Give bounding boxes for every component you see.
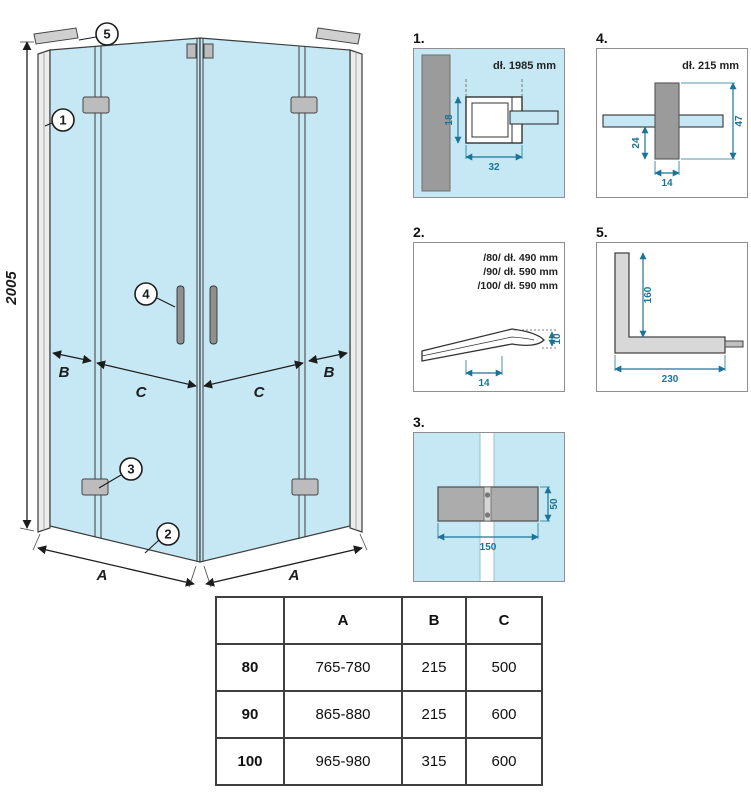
clamp-section	[654, 82, 680, 160]
callout-1-label: 1	[59, 113, 66, 128]
detail-5-box: 160 230	[596, 242, 748, 392]
table-row: 100 965-980 315 600	[215, 737, 543, 786]
detail-5-dim-230: 230	[662, 374, 679, 385]
detail-2-box: /80/ dł. 490 mm /90/ dł. 590 mm /100/ dł…	[413, 242, 565, 392]
detail-2-drawing: /80/ dł. 490 mm /90/ dł. 590 mm /100/ dł…	[414, 243, 564, 391]
row-80-a: 765-780	[283, 643, 403, 692]
glass-section	[509, 110, 559, 125]
callout-3: 3	[98, 457, 143, 489]
segment-b-left-label: B	[59, 364, 70, 381]
callout-3-label: 3	[127, 462, 134, 477]
size-table: A B C 80 765-780 215 500 90 865-880 215 …	[215, 596, 543, 786]
detail-5-number: 5.	[596, 224, 608, 240]
detail-4-dim-14: 14	[661, 178, 673, 189]
detail-2-line1: /80/ dł. 490 mm	[483, 252, 558, 264]
handle-left-icon	[176, 285, 185, 345]
callout-5-label: 5	[103, 27, 110, 42]
main-shower-diagram: 2005 B C C B A A	[3, 22, 368, 588]
callout-2: 2	[144, 522, 180, 554]
width-a-right-label: A	[288, 567, 300, 584]
detail-2-dim-10: 10	[552, 333, 563, 345]
row-90-b: 215	[401, 690, 467, 739]
table-header-b: B	[401, 596, 467, 645]
callout-1: 1	[44, 108, 75, 132]
row-100-c: 600	[465, 737, 543, 786]
detail-3-drawing: 150 50	[414, 433, 564, 581]
support-rod-section	[724, 340, 744, 348]
wall-profile-right	[349, 49, 363, 533]
hinge-bottom-right-icon	[291, 478, 319, 496]
detail-1-number: 1.	[413, 30, 425, 46]
segment-c-right-label: C	[254, 384, 266, 401]
row-100-a: 965-980	[283, 737, 403, 786]
detail-1-box: 18 32 dł. 1985 mm	[413, 48, 565, 198]
dimension-width-left: A	[32, 533, 197, 588]
width-a-left-label: A	[96, 567, 108, 584]
detail-2-line3: /100/ dł. 590 mm	[477, 280, 558, 292]
detail-1-title: dł. 1985 mm	[493, 60, 556, 72]
hinges	[81, 43, 319, 496]
table-row: 80 765-780 215 500	[215, 643, 543, 692]
glass-panel-right	[199, 37, 351, 563]
detail-5-dim-160: 160	[643, 286, 654, 303]
hinge-bottom-left-icon	[81, 478, 109, 496]
callout-5: 5	[78, 22, 119, 46]
wall-section	[421, 54, 451, 192]
callout-4: 4	[134, 282, 176, 308]
detail-4-dim-24: 24	[631, 137, 642, 149]
segment-b-right-label: B	[324, 364, 335, 381]
hinge-top-left-icon	[82, 96, 110, 114]
detail-5-drawing: 160 230	[597, 243, 747, 391]
detail-2-line2: /90/ dł. 590 mm	[483, 266, 558, 278]
support-arm-left	[33, 27, 79, 45]
callout-2-label: 2	[164, 527, 171, 542]
detail-4-title: dł. 215 mm	[682, 60, 739, 72]
door-handles	[176, 285, 218, 345]
dimension-width-right: A	[203, 533, 368, 588]
table-header-a: A	[283, 596, 403, 645]
segment-c-left-label: C	[136, 384, 148, 401]
detail-1-drawing: 18 32 dł. 1985 mm	[414, 49, 564, 197]
hinge-top-right-icon	[290, 96, 318, 114]
handle-right-icon	[209, 285, 218, 345]
row-80-label: 80	[215, 643, 285, 692]
table-header-empty	[215, 596, 285, 645]
detail-3-box: 150 50	[413, 432, 565, 582]
detail-4-drawing: 24 14 47 dł. 215 mm	[597, 49, 747, 197]
table-row: 90 865-880 215 600	[215, 690, 543, 739]
detail-3-dim-50: 50	[549, 498, 560, 510]
table-header-row: A B C	[215, 596, 543, 645]
detail-3-dim-150: 150	[480, 542, 497, 553]
support-arm-section	[614, 252, 726, 354]
row-80-c: 500	[465, 643, 543, 692]
row-100-label: 100	[215, 737, 285, 786]
row-90-a: 865-880	[283, 690, 403, 739]
detail-4-box: 24 14 47 dł. 215 mm	[596, 48, 748, 198]
row-100-b: 315	[401, 737, 467, 786]
wall-profile-left	[37, 49, 51, 533]
detail-4-dim-47: 47	[734, 115, 745, 127]
row-80-b: 215	[401, 643, 467, 692]
support-arm-right	[315, 27, 361, 45]
table-header-c: C	[465, 596, 543, 645]
dimension-height: 2005	[3, 41, 35, 532]
detail-1-dim-32: 32	[488, 162, 500, 173]
dimension-segments: B C C B	[52, 350, 348, 401]
row-90-label: 90	[215, 690, 285, 739]
glass-panels	[49, 37, 351, 563]
detail-2-dim-14: 14	[478, 378, 490, 389]
callout-4-label: 4	[142, 287, 150, 302]
detail-4-number: 4.	[596, 30, 608, 46]
detail-3-number: 3.	[413, 414, 425, 430]
height-label: 2005	[3, 271, 20, 306]
row-90-c: 600	[465, 690, 543, 739]
detail-2-number: 2.	[413, 224, 425, 240]
detail-1-dim-18: 18	[444, 114, 455, 126]
